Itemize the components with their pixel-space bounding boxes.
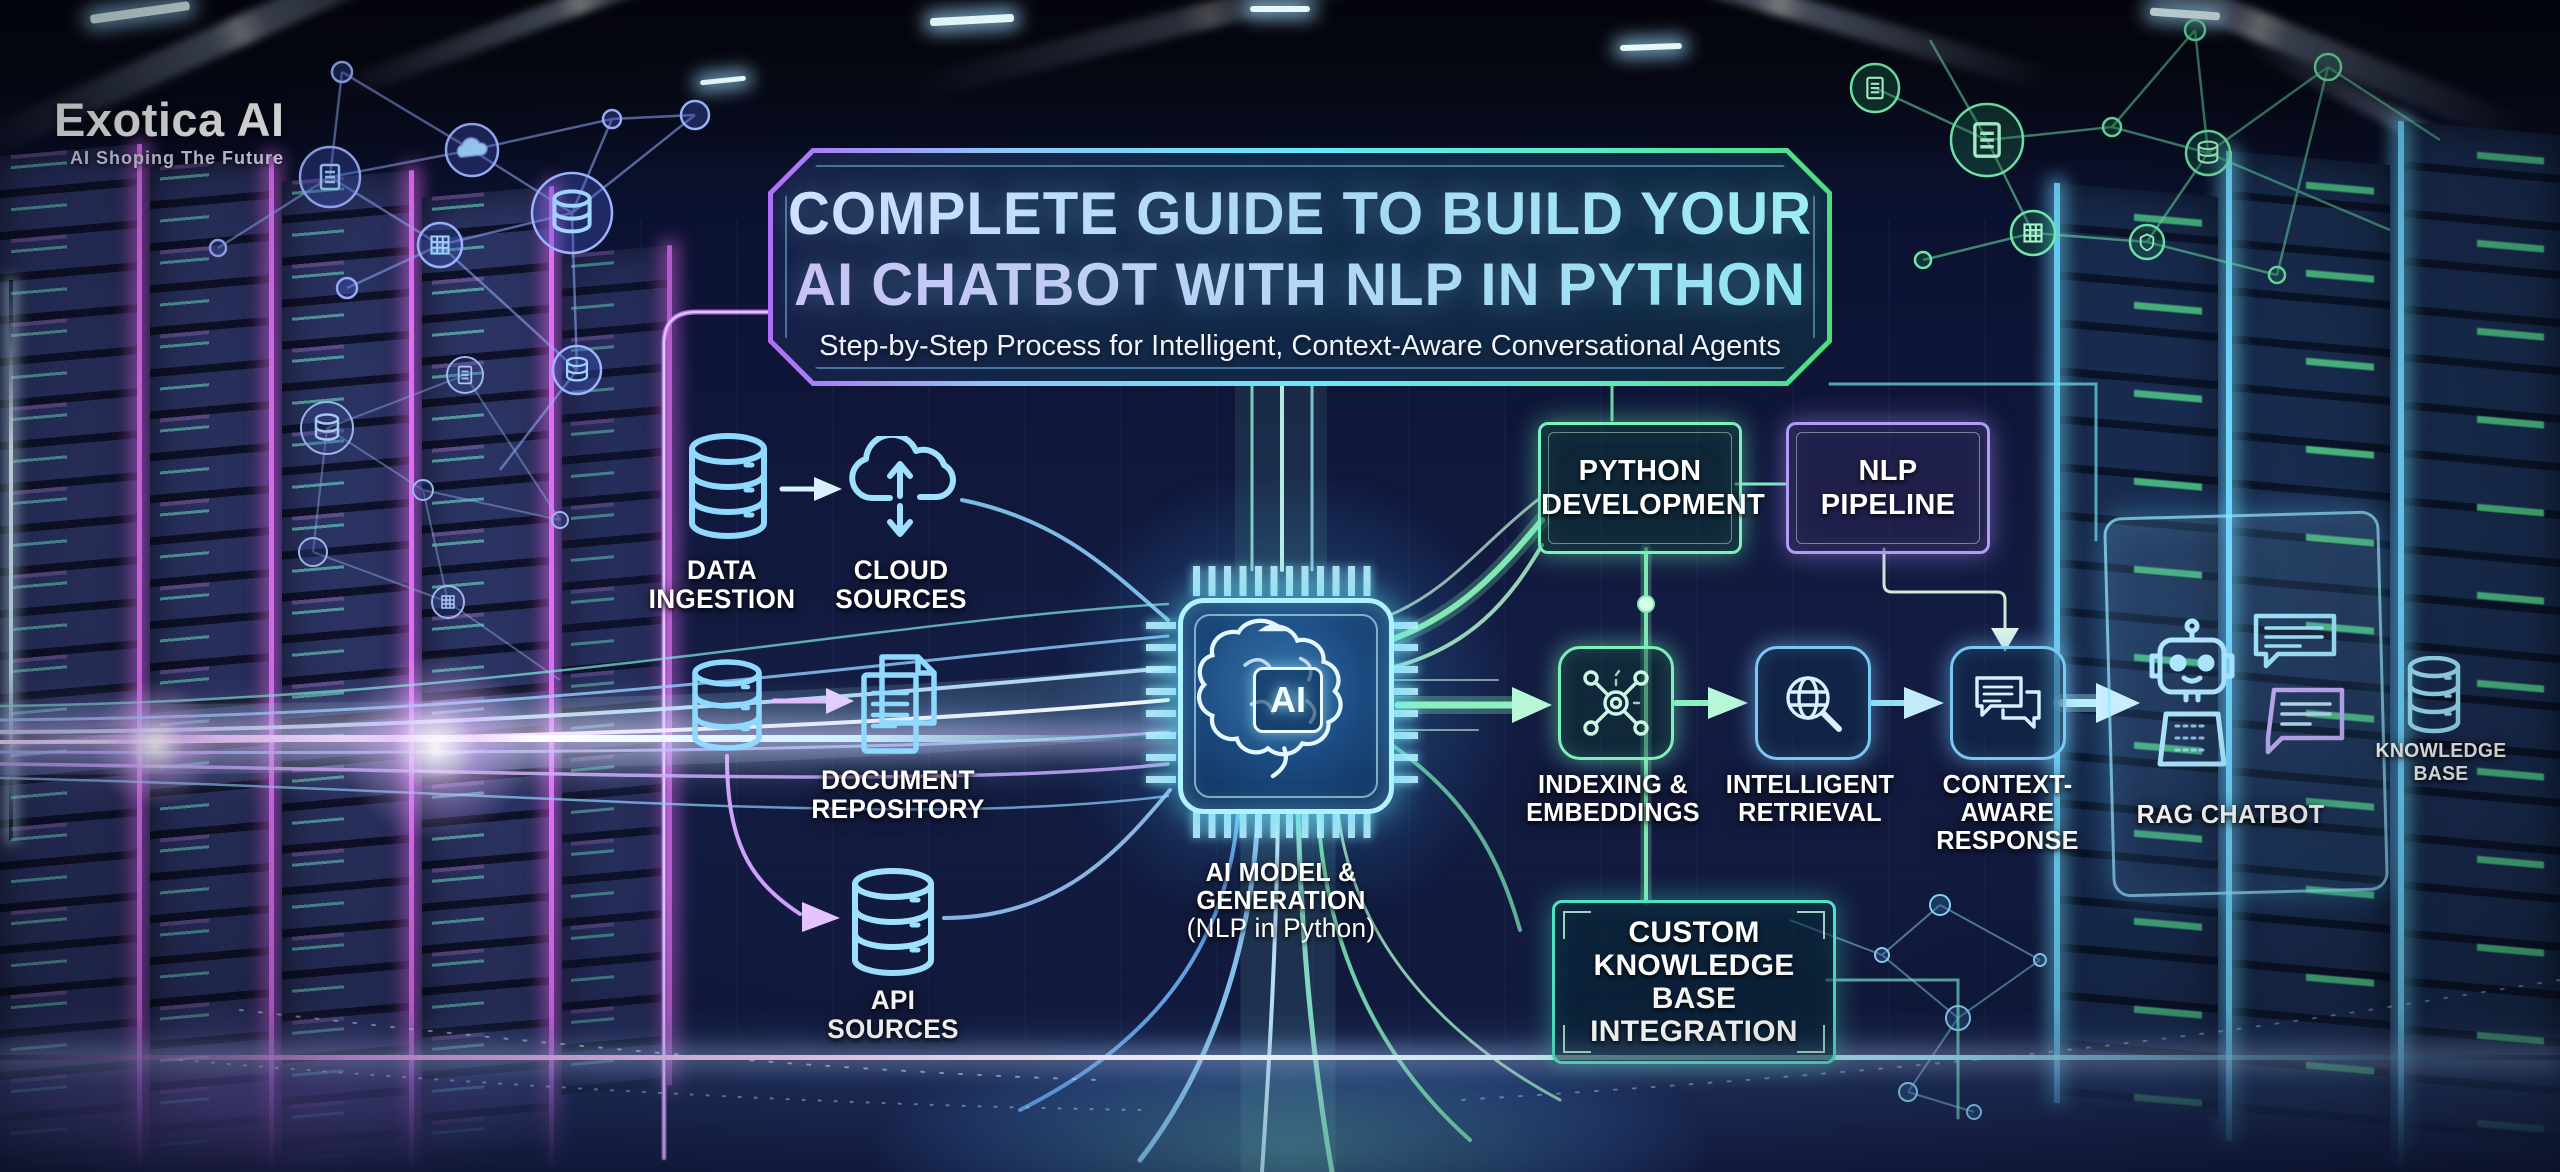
- lens-flare: [90, 680, 220, 810]
- logo-tagline: AI Shoping The Future: [70, 148, 284, 168]
- nlp-pipeline-box: NLP PIPELINE: [1786, 422, 1990, 554]
- ai-chip: AI: [1178, 598, 1394, 814]
- network-hub-icon: [1583, 669, 1649, 736]
- network-graph-top-right: [1849, 18, 2441, 285]
- knowledge-base-label: KNOWLEDGE BASE: [2375, 740, 2507, 785]
- intelligent-retrieval-label: INTELLIGENT RETRIEVAL: [1725, 769, 1895, 827]
- context-aware-response-tile: [1950, 646, 2066, 760]
- cloud-sources-label: CLOUD SOURCES: [835, 555, 967, 614]
- document-repository-label: DOCUMENT REPOSITORY: [811, 765, 985, 824]
- ai-chip-text: AI: [1270, 679, 1306, 720]
- data-ingestion-label: DATA INGESTION: [648, 555, 796, 614]
- page-title-line2: AI CHATBOT WITH NLP IN PYTHON: [784, 249, 1816, 320]
- chip-pins-top: [1193, 566, 1371, 596]
- chat-bubble-cyan-icon: [2253, 613, 2337, 669]
- indexing-embeddings-label: INDEXING & EMBEDDINGS: [1526, 769, 1700, 827]
- chip-pins-left: [1146, 622, 1176, 784]
- api-sources-label: API SOURCES: [827, 985, 959, 1044]
- network-graph-bottom-left: [298, 356, 569, 681]
- corner-bracket: [1563, 1025, 1591, 1053]
- lens-flare: [340, 652, 530, 842]
- indexing-embeddings-tile: [1558, 646, 1674, 760]
- floor-beam: [0, 1055, 2560, 1060]
- search-globe-icon: [1786, 676, 1842, 732]
- corner-bracket: [1563, 911, 1591, 939]
- robot-icon: [2149, 618, 2235, 767]
- logo: Exotica AI AI Shoping The Future: [54, 92, 285, 169]
- database-icon: [692, 659, 762, 751]
- custom-kb-integration-box: CUSTOM KNOWLEDGE BASE INTEGRATION: [1552, 900, 1836, 1064]
- knowledge-base-database-icon: [2407, 656, 2461, 734]
- page-subtitle: Step-by-Step Process for Intelligent, Co…: [819, 330, 1781, 362]
- database-icon: [689, 433, 767, 539]
- page-title-line1: COMPLETE GUIDE TO BUILD YOUR: [784, 178, 1816, 249]
- brain-icon: [1196, 618, 1343, 779]
- chat-bubble-purple-icon: [2265, 687, 2345, 755]
- cloud-sync-icon: [849, 436, 956, 537]
- title-box: COMPLETE GUIDE TO BUILD YOUR AI CHATBOT …: [768, 148, 1832, 386]
- intelligent-retrieval-tile: [1755, 646, 1871, 760]
- documents-icon: [861, 654, 937, 754]
- chat-bubbles-icon: [1975, 676, 2041, 729]
- ai-chip-badge: AI: [1253, 667, 1323, 733]
- context-aware-response-label: CONTEXT-AWARE RESPONSE: [1936, 769, 2079, 855]
- corner-bracket: [1797, 1025, 1825, 1053]
- ai-model-label: AI MODEL & GENERATION (NLP in Python): [1186, 857, 1376, 943]
- python-development-box: PYTHON DEVELOPMENT: [1538, 422, 1765, 554]
- logo-name: Exotica AI: [54, 93, 285, 146]
- rag-chatbot-label: RAG CHATBOT: [2136, 799, 2325, 829]
- database-icon: [852, 868, 934, 976]
- corner-bracket: [1797, 911, 1825, 939]
